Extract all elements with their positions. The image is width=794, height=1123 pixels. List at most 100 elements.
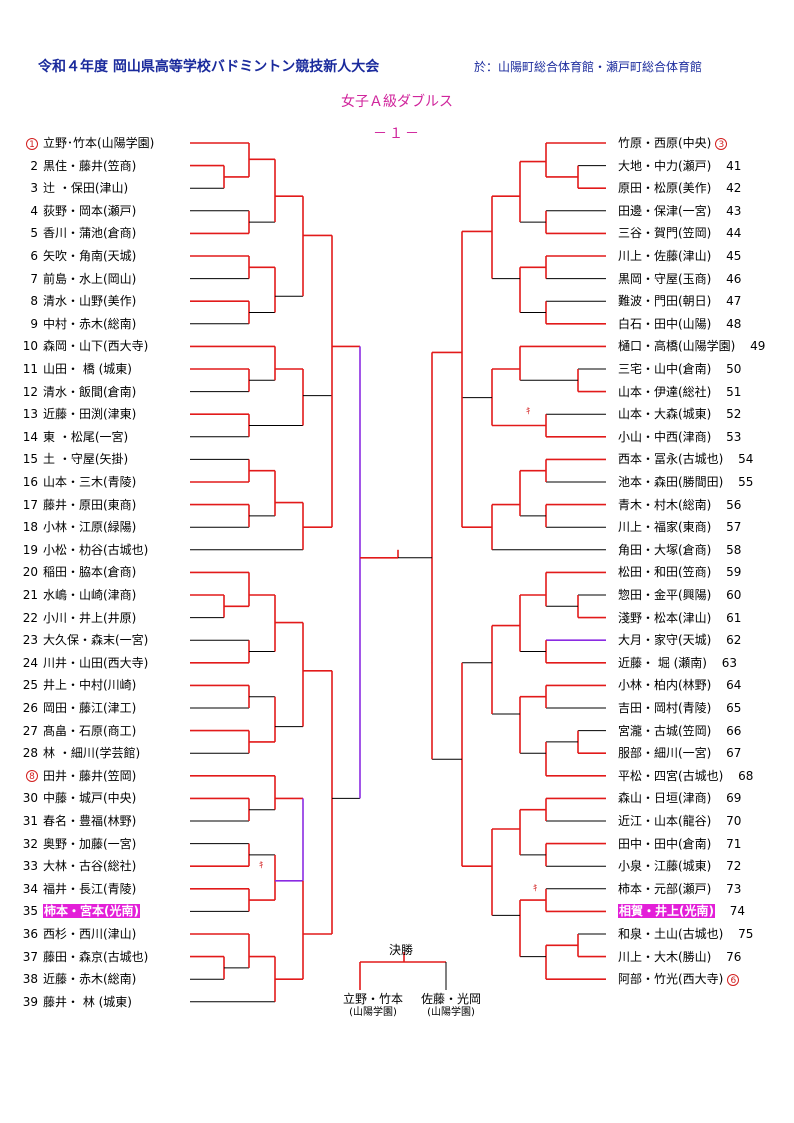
- right-player-row: 服部・細川(一宮)67: [618, 744, 741, 762]
- finalist-right-school: (山陽学園): [427, 1007, 475, 1018]
- player-name: 中村・赤木(総南): [43, 316, 137, 331]
- player-name: 小川・井上(井原): [43, 610, 137, 625]
- player-number: 62: [726, 633, 742, 648]
- player-name: 山本・伊達(総社): [618, 384, 712, 399]
- finalist-left-school: (山陽学園): [349, 1007, 397, 1018]
- player-name: 松田・和田(笠商): [618, 565, 712, 580]
- right-player-row: 川上・大木(勝山)76: [618, 948, 741, 966]
- seed-badge: 6: [727, 970, 749, 988]
- player-name: 水嶋・山崎(津商): [43, 588, 137, 602]
- player-number: 5: [30, 226, 38, 241]
- player-number: 63: [721, 655, 737, 670]
- player-number: 51: [726, 384, 742, 399]
- player-number: 38: [22, 972, 38, 987]
- player-number: 15: [22, 452, 38, 467]
- player-name: 林 ・細川(学芸館): [43, 746, 141, 761]
- player-name: 相賀・井上(光南): [618, 904, 715, 919]
- player-number: 13: [22, 407, 38, 422]
- player-name: 岡田・藤江(津工): [43, 701, 137, 715]
- right-player-row: 山本・伊達(総社) 51: [618, 383, 741, 401]
- right-player-row: 大月・家守(天城) 62: [618, 631, 741, 649]
- finalist-left: 立野・竹本 (山陽学園): [338, 993, 408, 1019]
- right-player-row: 柿本・元部(瀬戸)73: [618, 880, 741, 898]
- player-name: 藤田・森京(古城也): [43, 949, 149, 964]
- player-number: 27: [22, 723, 38, 738]
- player-name: 清水・山野(美作): [43, 294, 137, 309]
- player-number: 41: [726, 158, 742, 173]
- event-title: 女子Ａ級ダブルス: [341, 94, 453, 110]
- player-number: 32: [22, 836, 38, 851]
- player-name: 大月・家守(天城): [618, 633, 712, 648]
- player-number: 45: [726, 249, 742, 263]
- player-number: 53: [726, 429, 742, 444]
- player-name: 辻 ・保田(津山): [43, 181, 129, 196]
- seed-badge: 8: [22, 767, 38, 785]
- player-number: 46: [726, 271, 742, 286]
- right-player-row: 宮瀧・古城(笠岡)66: [618, 722, 741, 740]
- right-player-row: 近江・山本(龍谷) 70: [618, 812, 741, 830]
- player-name: 宮瀧・古城(笠岡): [618, 723, 712, 738]
- right-player-row: 松田・和田(笠商)59: [618, 563, 741, 581]
- right-player-row: 川上・福家(東商)57: [618, 518, 741, 536]
- player-number: 76: [726, 949, 742, 964]
- player-name: 三谷・賀門(笠岡): [618, 226, 712, 241]
- right-player-row: 小山・中西(津商)53: [618, 428, 741, 446]
- player-name: 阿部・竹光(西大寺): [618, 972, 724, 987]
- player-name: 平松・四宮(古城也): [618, 768, 724, 783]
- player-number: 50: [726, 362, 742, 376]
- right-player-row: 田邊・保津(一宮)43: [618, 202, 741, 220]
- player-number: 24: [22, 655, 38, 670]
- player-name: 西本・冨永(古城也): [618, 452, 724, 467]
- seed-number: 8: [26, 770, 38, 783]
- player-number: 43: [726, 203, 742, 218]
- left-player-row: 2 黒住・藤井(笠商): [22, 157, 136, 175]
- right-player-row: 原田・松原(美作)42: [618, 179, 741, 197]
- right-player-row: 竹原・西原(中央)3: [618, 134, 737, 152]
- player-name: 森山・日垣(津商): [618, 791, 712, 806]
- player-number: 4: [30, 203, 38, 218]
- player-number: 2: [30, 158, 38, 173]
- player-name: 西杉・西川(津山): [43, 927, 137, 941]
- player-number: 52: [726, 407, 742, 422]
- player-number: 18: [22, 520, 38, 535]
- player-number: 74: [729, 904, 745, 919]
- player-number: 54: [738, 452, 754, 467]
- kiken-mark-right-1: ｷ: [526, 407, 531, 417]
- player-name: 近江・山本(龍谷): [618, 814, 712, 828]
- player-name: 荻野・岡本(瀬戸): [43, 203, 137, 218]
- player-name: 髙畠・石原(商工): [43, 723, 137, 738]
- player-number: 70: [726, 814, 742, 828]
- kiken-mark-right-2: ｷ: [533, 884, 538, 894]
- right-player-row: 難波・門田(朝日)47: [618, 292, 741, 310]
- player-name: 黒岡・守屋(玉商): [618, 271, 712, 286]
- player-name: 黒住・藤井(笠商): [43, 158, 137, 173]
- right-player-row: 田中・田中(倉南)71: [618, 835, 741, 853]
- player-number: 75: [738, 927, 754, 941]
- player-number: 26: [22, 701, 38, 715]
- right-player-row: 淺野・松本(津山)61: [618, 609, 741, 627]
- player-name: 青木・村木(総南): [618, 497, 712, 512]
- player-number: 25: [22, 678, 38, 693]
- seed-number: 6: [727, 973, 740, 986]
- player-number: 73: [726, 881, 742, 896]
- player-number: 34: [22, 881, 38, 896]
- player-number: 57: [726, 520, 742, 535]
- right-player-row: 三宅・山中(倉南)50: [618, 360, 741, 378]
- right-player-row: 相賀・井上(光南) 74: [618, 902, 745, 920]
- player-number: 8: [30, 294, 38, 309]
- right-player-row: 小林・柏内(林野)64: [618, 676, 741, 694]
